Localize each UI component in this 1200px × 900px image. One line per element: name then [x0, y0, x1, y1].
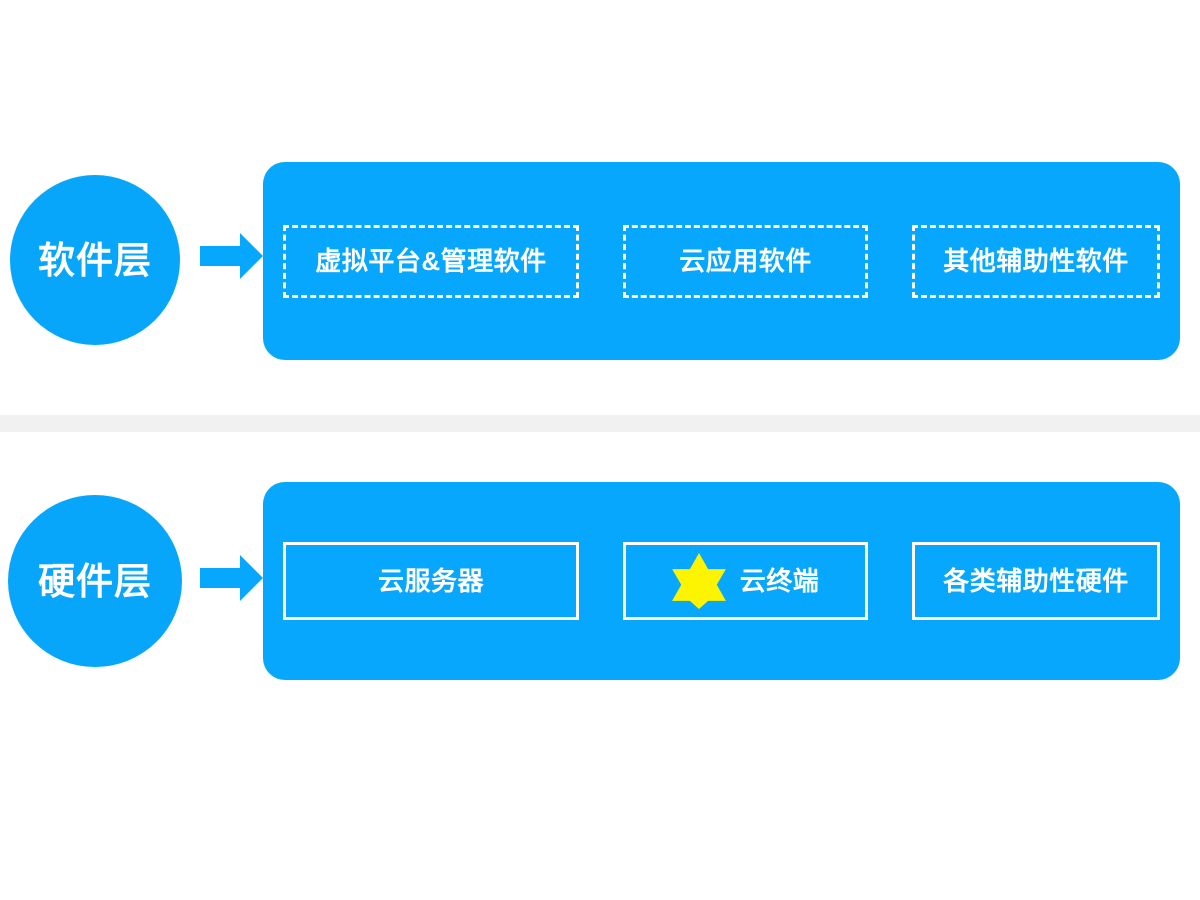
- layer-panel-software: 虚拟平台&管理软件 云应用软件 其他辅助性软件: [263, 162, 1180, 360]
- layer-badge-hardware[interactable]: 硬件层: [8, 495, 182, 667]
- layer-badge-software[interactable]: 软件层: [10, 175, 180, 345]
- hardware-item-cloud-terminal[interactable]: 云终端: [623, 542, 868, 620]
- layer-panel-hardware: 云服务器 云终端 各类辅助性硬件: [263, 482, 1180, 680]
- six-pointed-star-icon: [671, 553, 726, 609]
- hardware-item-other-support[interactable]: 各类辅助性硬件: [912, 542, 1160, 620]
- software-item-label-2: 其他辅助性软件: [943, 246, 1129, 276]
- software-item-virtual-platform[interactable]: 虚拟平台&管理软件: [283, 224, 579, 298]
- hardware-item-label-2: 各类辅助性硬件: [943, 566, 1129, 596]
- right-arrow-icon-software: [200, 230, 264, 282]
- software-item-cloud-app[interactable]: 云应用软件: [623, 224, 868, 298]
- layer-badge-label-software: 软件层: [38, 239, 152, 281]
- hardware-item-cloud-server[interactable]: 云服务器: [283, 542, 579, 620]
- layer-row-software: 软件层 虚拟平台&管理软件 云应用软件 其他辅助性软件: [0, 162, 1200, 362]
- hardware-item-label-0: 云服务器: [377, 566, 484, 596]
- section-divider: [0, 415, 1200, 432]
- software-item-other-support[interactable]: 其他辅助性软件: [912, 224, 1160, 298]
- software-item-label-0: 虚拟平台&管理软件: [315, 246, 547, 276]
- hardware-item-label-1: 云终端: [739, 566, 820, 596]
- software-item-label-1: 云应用软件: [679, 246, 812, 276]
- layer-badge-label-hardware: 硬件层: [38, 560, 152, 602]
- layer-row-hardware: 硬件层 云服务器 云终端 各类辅助性硬件: [0, 482, 1200, 682]
- right-arrow-icon-hardware: [200, 552, 264, 604]
